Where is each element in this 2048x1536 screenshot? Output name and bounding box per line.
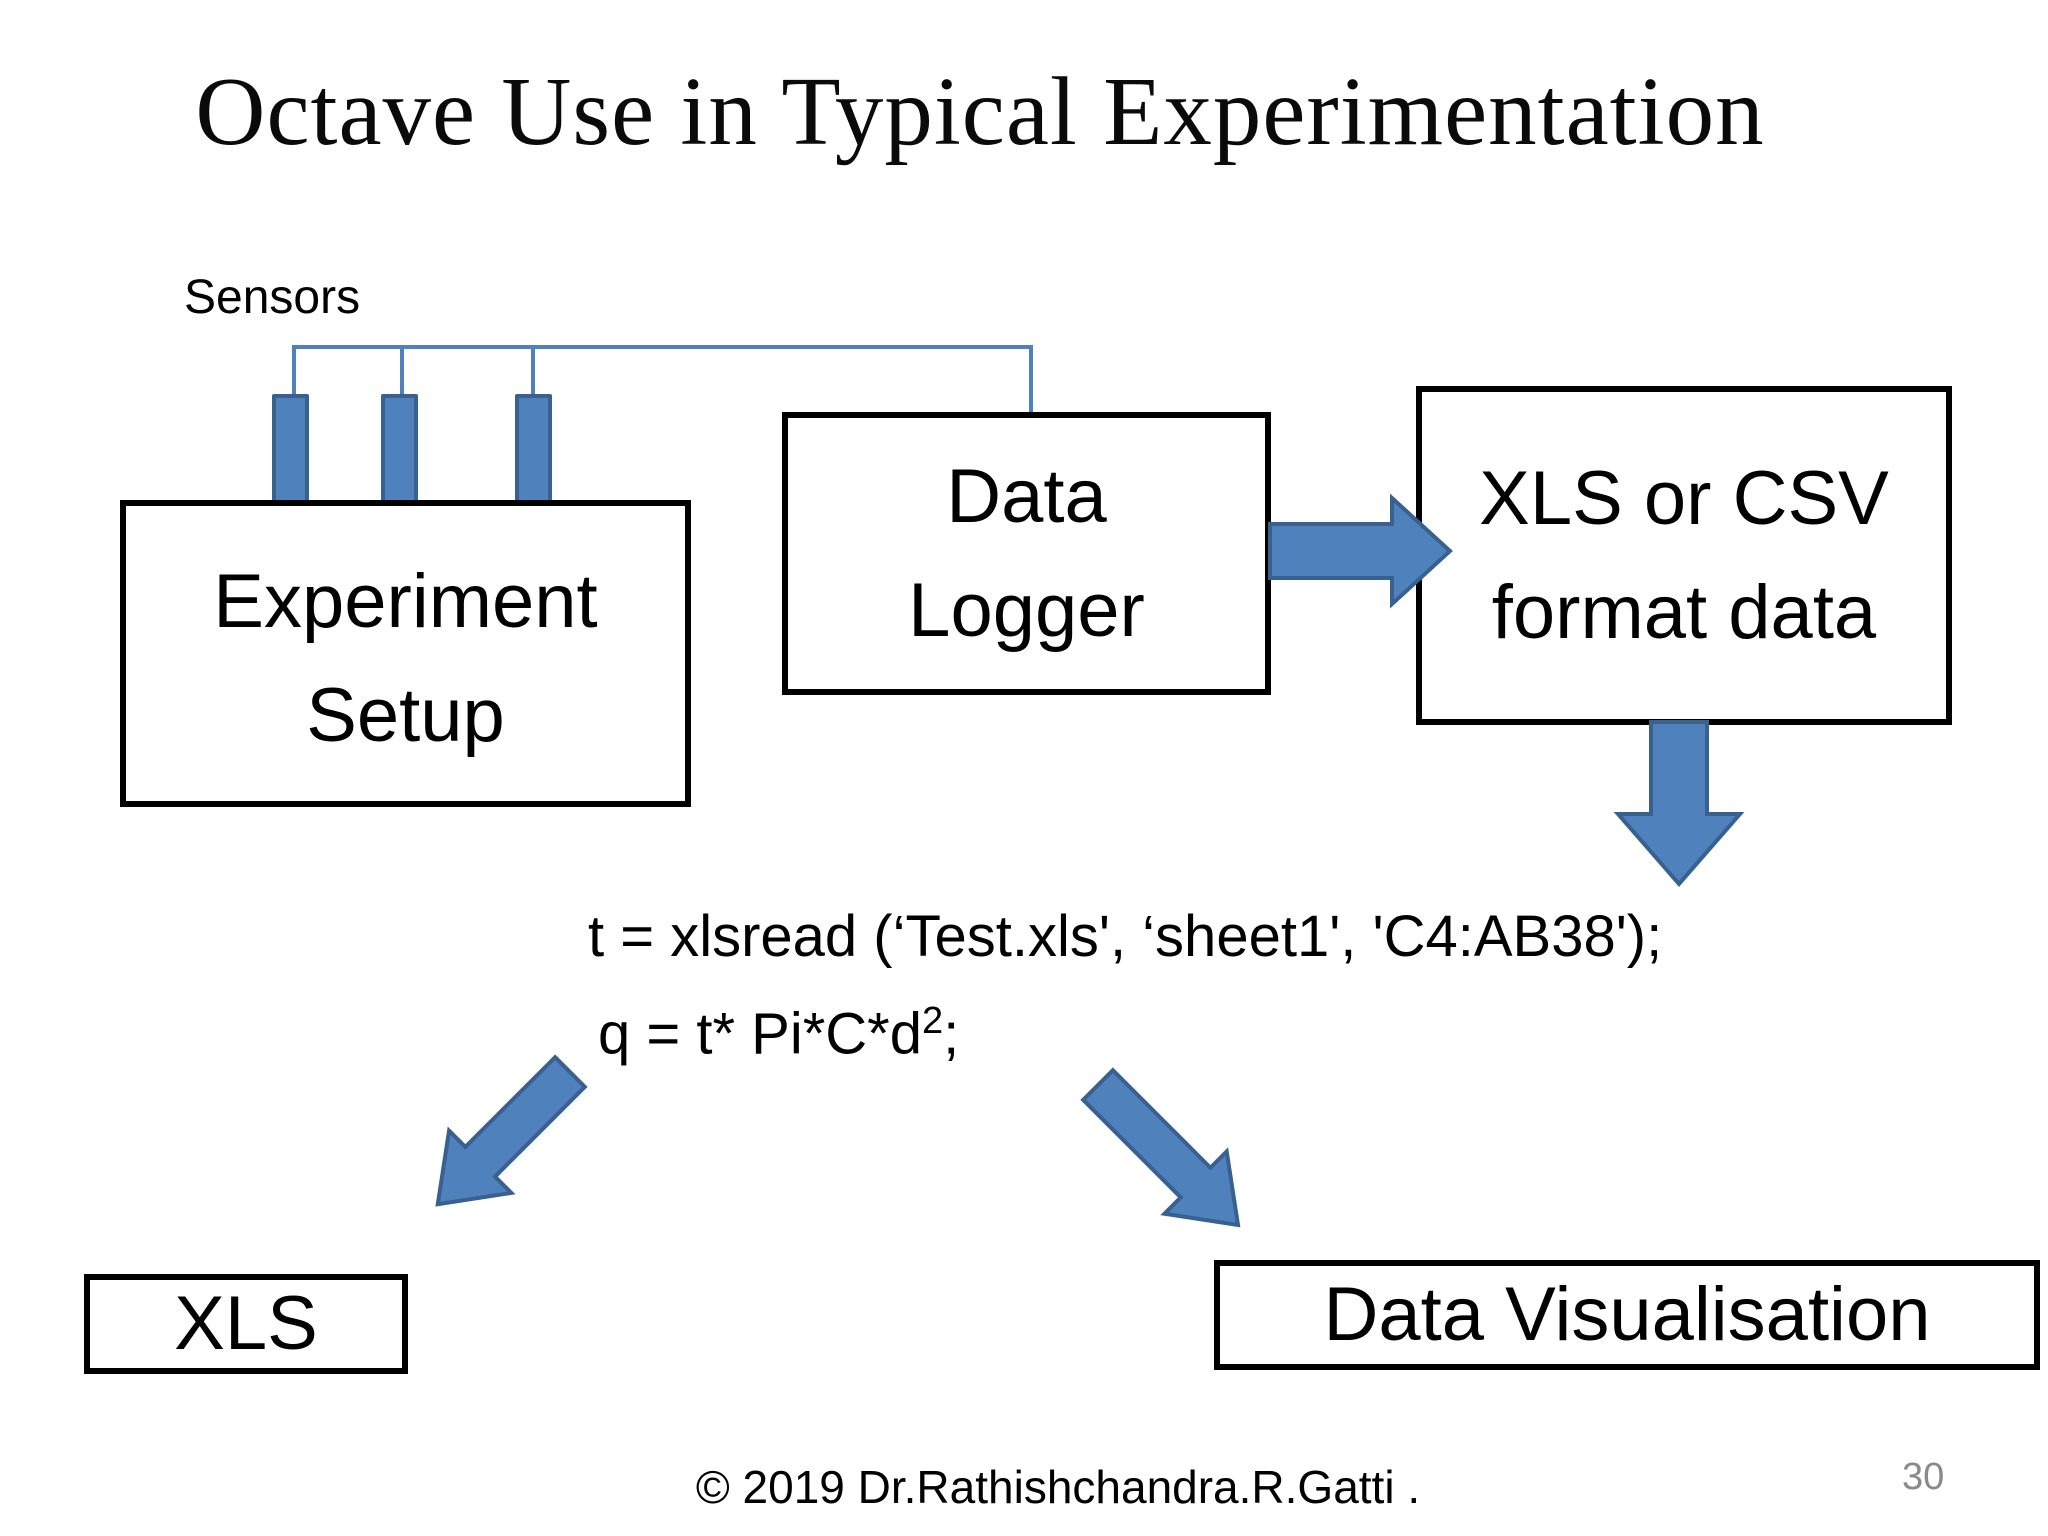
copyright-text: © 2019 Dr.Rathishchandra.R.Gatti .: [695, 1461, 1421, 1513]
code-line-2: q = t* Pi*C*d2;: [598, 1000, 959, 1067]
arrow-down-right-icon: [1080, 1067, 1241, 1228]
xls-csv-box: XLS or CSV format data: [1416, 386, 1952, 725]
sensors-label: Sensors: [184, 271, 361, 324]
data-visualisation-label: Data Visualisation: [1323, 1272, 1931, 1357]
experiment-setup-label-line2: Setup: [306, 672, 505, 758]
arrow-down-left-icon: [435, 1054, 588, 1207]
code-line-2-superscript: 2: [922, 1000, 944, 1042]
experiment-setup-label-line1: Experiment: [213, 558, 598, 644]
code-line-1: t = xlsread (‘Test.xls', ‘sheet1', 'C4:A…: [588, 904, 1663, 969]
sensor-drop-line-2: [400, 347, 404, 397]
arrow-down-icon: [1613, 720, 1745, 888]
logger-drop-line: [1029, 347, 1033, 415]
data-logger-label-line2: Logger: [908, 567, 1145, 653]
xls-box: XLS: [84, 1274, 408, 1374]
data-logger-label-line1: Data: [946, 453, 1107, 539]
xls-csv-label-line1: XLS or CSV: [1479, 455, 1889, 541]
sensor-drop-line-3: [531, 347, 535, 397]
page-title: Octave Use in Typical Experimentation: [195, 58, 1765, 165]
sensor-bus-line: [292, 345, 1033, 349]
data-visualisation-box: Data Visualisation: [1214, 1260, 2040, 1370]
xls-csv-label-line2: format data: [1491, 569, 1877, 655]
code-line-2-base: q = t* Pi*C*d: [598, 1001, 923, 1067]
data-logger-box: Data Logger: [782, 412, 1271, 695]
page-number: 30: [1902, 1456, 1945, 1498]
code-line-2-tail: ;: [943, 1001, 960, 1067]
experiment-setup-box: Experiment Setup: [120, 500, 691, 807]
xls-label: XLS: [174, 1281, 318, 1366]
arrow-right-icon: [1268, 493, 1453, 609]
sensor-drop-line-1: [292, 347, 296, 397]
